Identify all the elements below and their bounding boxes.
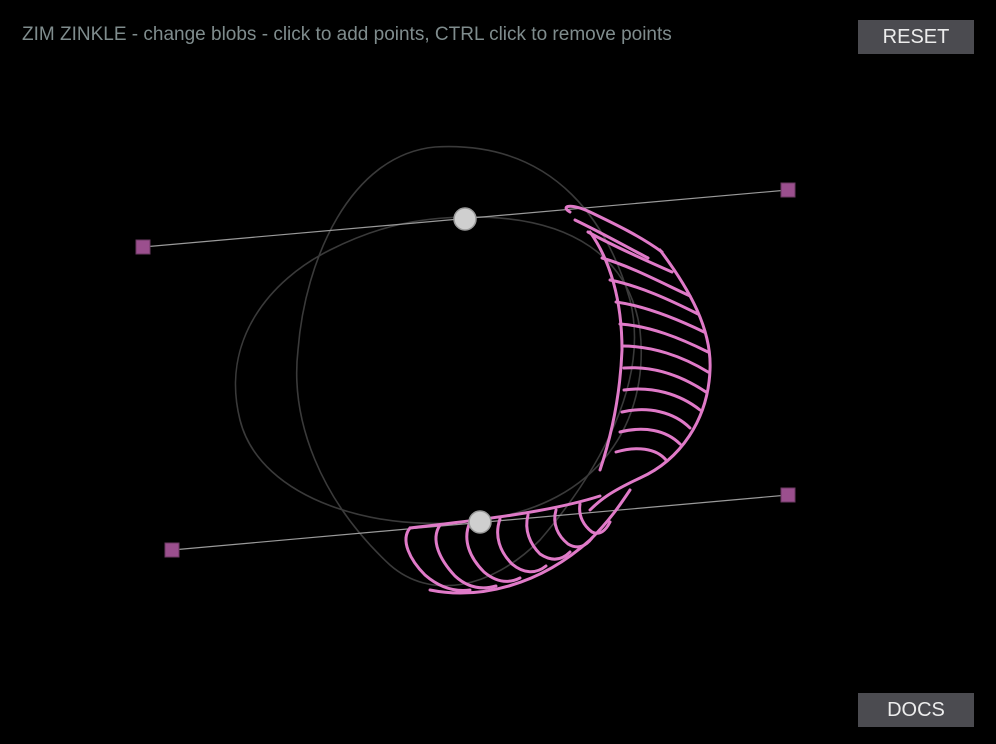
anchor-point-bottom[interactable] [468,510,492,534]
control-handle-top-left[interactable] [135,239,151,255]
control-handle-top-right[interactable] [780,182,796,198]
page-title: ZIM ZINKLE - change blobs - click to add… [22,24,672,45]
docs-button[interactable]: DOCS [858,693,974,727]
control-handle-bottom-left[interactable] [164,542,180,558]
control-handle-bottom-right[interactable] [780,487,796,503]
zinkle-waves-bottom [404,488,632,595]
zinkle-waves [564,204,712,512]
anchor-point-top[interactable] [453,207,477,231]
reset-button[interactable]: RESET [858,20,974,54]
